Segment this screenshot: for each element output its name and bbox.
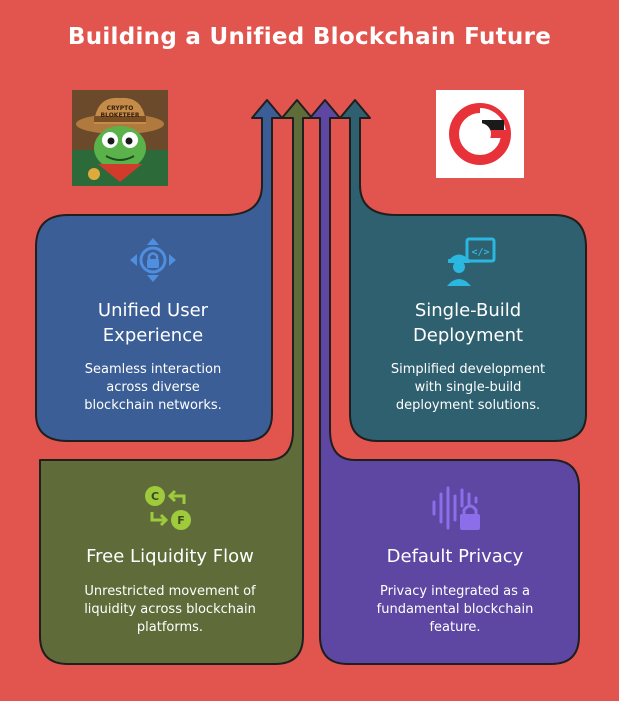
svg-text:F: F	[177, 514, 185, 527]
single-build-title-line2: Deployment	[412, 325, 524, 346]
unified-ux-title-line2: Experience	[102, 325, 204, 346]
unified-ux-desc-line3: blockchain networks.	[84, 398, 222, 413]
privacy-card: Default Privacy Privacy integrated as a …	[340, 544, 570, 637]
unified-ux-title-line1: Unified User	[97, 300, 209, 321]
developer-code-icon: </>	[447, 237, 496, 286]
privacy-arrow-card	[309, 99, 580, 665]
crypto-bloketeer-avatar-icon	[72, 90, 168, 186]
brand-logo	[436, 90, 524, 178]
single-build-card: Single-Build Deployment Simplified devel…	[363, 298, 573, 415]
privacy-desc-line1: Privacy integrated as a	[379, 584, 531, 599]
brand-logo-icon	[449, 103, 511, 165]
liquidity-desc-line3: platforms.	[136, 620, 204, 635]
single-build-title-line1: Single-Build	[414, 300, 522, 321]
single-build-desc-line1: Simplified development	[390, 362, 546, 377]
unified-ux-desc-line2: across diverse	[106, 380, 200, 395]
privacy-desc-line2: fundamental blockchain	[376, 602, 534, 617]
privacy-desc-line3: feature.	[429, 620, 481, 635]
svg-text:C: C	[151, 490, 159, 503]
liquidity-card: Free Liquidity Flow Unrestricted movemen…	[50, 544, 290, 637]
liquidity-desc-line2: liquidity across blockchain	[84, 602, 256, 617]
liquidity-arrow-card	[39, 99, 313, 665]
unified-ux-card: Unified User Experience Seamless interac…	[50, 298, 256, 415]
audio-lock-icon	[432, 486, 480, 530]
single-build-desc-line3: deployment solutions.	[395, 398, 541, 413]
page-title: Building a Unified Blockchain Future	[67, 24, 552, 50]
crypto-bloketeer-logo: CRYPTO BLOKETEER	[72, 90, 168, 186]
directional-lock-icon	[130, 238, 176, 282]
crypto-bloketeer-logo-text: CRYPTO BLOKETEER	[100, 105, 140, 119]
privacy-title: Default Privacy	[386, 546, 524, 567]
liquidity-desc-line1: Unrestricted movement of	[84, 584, 256, 599]
svg-text:</>: </>	[471, 247, 489, 258]
unified-ux-desc-line1: Seamless interaction	[84, 362, 222, 377]
single-build-desc-line2: with single-build	[414, 380, 522, 395]
token-exchange-icon: C F	[145, 486, 191, 530]
liquidity-title: Free Liquidity Flow	[86, 546, 254, 567]
